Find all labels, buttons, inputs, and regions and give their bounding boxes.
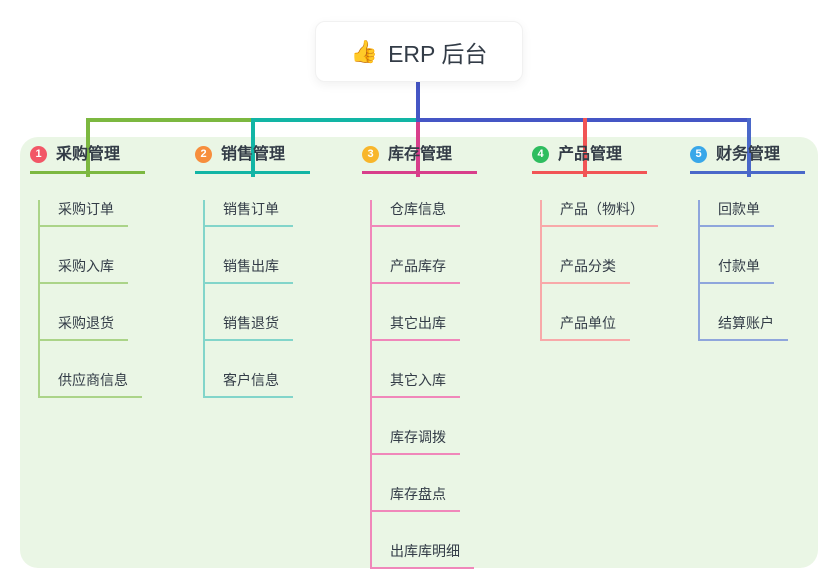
child-row: 客户信息 <box>205 371 367 398</box>
node-purchase-management[interactable]: 1 采购管理 <box>30 146 145 174</box>
branch-number-badge: 2 <box>195 146 212 163</box>
node-customer-info[interactable]: 客户信息 <box>205 371 293 398</box>
canvas-background-panel <box>20 137 818 568</box>
branch-label: 销售管理 <box>221 146 286 163</box>
node-sales-management[interactable]: 2 销售管理 <box>195 146 310 174</box>
child-row: 库存盘点 <box>372 485 534 512</box>
branch-inventory-management: 3 库存管理 仓库信息 产品库存 其它出库 其它入库 库存调拨 库存盘点 出库库… <box>362 146 534 569</box>
child-row: 结算账户 <box>700 314 839 341</box>
node-inout-detail[interactable]: 出库库明细 <box>372 542 474 569</box>
branch-number-badge: 1 <box>30 146 47 163</box>
branch-number-badge: 3 <box>362 146 379 163</box>
child-row: 付款单 <box>700 257 839 284</box>
node-finance-management[interactable]: 5 财务管理 <box>690 146 805 174</box>
node-sales-return[interactable]: 销售退货 <box>205 314 293 341</box>
connector-drop-product <box>583 118 587 177</box>
child-row: 销售订单 <box>205 200 367 227</box>
node-product-unit[interactable]: 产品单位 <box>542 314 630 341</box>
branch-label: 产品管理 <box>558 146 623 163</box>
connector-horizontal-green <box>86 118 253 122</box>
branch-purchase-management: 1 采购管理 采购订单 采购入库 采购退货 供应商信息 <box>30 146 202 398</box>
node-payment-bill[interactable]: 付款单 <box>700 257 774 284</box>
child-row: 产品库存 <box>372 257 534 284</box>
node-purchase-return[interactable]: 采购退货 <box>40 314 128 341</box>
connector-drop-finance <box>747 118 751 177</box>
branch-children: 销售订单 销售出库 销售退货 客户信息 <box>203 200 367 398</box>
child-row: 销售退货 <box>205 314 367 341</box>
node-sales-outbound[interactable]: 销售出库 <box>205 257 293 284</box>
branch-label: 财务管理 <box>716 146 781 163</box>
node-product-management[interactable]: 4 产品管理 <box>532 146 647 174</box>
node-product-stock[interactable]: 产品库存 <box>372 257 460 284</box>
child-row: 产品分类 <box>542 257 704 284</box>
node-sales-order[interactable]: 销售订单 <box>205 200 293 227</box>
node-warehouse-info[interactable]: 仓库信息 <box>372 200 460 227</box>
child-row: 出库库明细 <box>372 542 534 569</box>
branch-product-management: 4 产品管理 产品（物料） 产品分类 产品单位 <box>532 146 704 341</box>
child-row: 仓库信息 <box>372 200 534 227</box>
node-product-category[interactable]: 产品分类 <box>542 257 630 284</box>
root-label: ERP 后台 <box>388 40 488 67</box>
node-stock-count[interactable]: 库存盘点 <box>372 485 460 512</box>
node-stock-transfer[interactable]: 库存调拨 <box>372 428 460 455</box>
child-row: 采购订单 <box>40 200 202 227</box>
branch-finance-management: 5 财务管理 回款单 付款单 结算账户 <box>690 146 839 341</box>
node-receipt-bill[interactable]: 回款单 <box>700 200 774 227</box>
root-node[interactable]: 👍 ERP 后台 <box>315 21 523 82</box>
child-row: 其它入库 <box>372 371 534 398</box>
node-supplier-info[interactable]: 供应商信息 <box>40 371 142 398</box>
branch-label: 库存管理 <box>388 146 453 163</box>
child-row: 销售出库 <box>205 257 367 284</box>
child-row: 库存调拨 <box>372 428 534 455</box>
thumbs-up-icon: 👍 <box>350 38 379 64</box>
child-row: 供应商信息 <box>40 371 202 398</box>
branch-sales-management: 2 销售管理 销售订单 销售出库 销售退货 客户信息 <box>195 146 367 398</box>
branch-children: 产品（物料） 产品分类 产品单位 <box>540 200 704 341</box>
branch-children: 采购订单 采购入库 采购退货 供应商信息 <box>38 200 202 398</box>
child-row: 采购退货 <box>40 314 202 341</box>
node-other-inbound[interactable]: 其它入库 <box>372 371 460 398</box>
connector-root-vertical <box>416 82 420 122</box>
child-row: 产品单位 <box>542 314 704 341</box>
connector-drop-purchase <box>86 118 90 177</box>
node-product-material[interactable]: 产品（物料） <box>542 200 658 227</box>
node-purchase-inbound[interactable]: 采购入库 <box>40 257 128 284</box>
child-row: 回款单 <box>700 200 839 227</box>
connector-drop-sales <box>251 118 255 177</box>
node-inventory-management[interactable]: 3 库存管理 <box>362 146 477 174</box>
branch-label: 采购管理 <box>56 146 121 163</box>
child-row: 采购入库 <box>40 257 202 284</box>
node-other-outbound[interactable]: 其它出库 <box>372 314 460 341</box>
connector-horizontal-teal <box>251 118 418 122</box>
node-settlement-account[interactable]: 结算账户 <box>700 314 788 341</box>
child-row: 其它出库 <box>372 314 534 341</box>
branch-number-badge: 5 <box>690 146 707 163</box>
connector-drop-inventory <box>416 122 420 177</box>
child-row: 产品（物料） <box>542 200 704 227</box>
branch-children: 仓库信息 产品库存 其它出库 其它入库 库存调拨 库存盘点 出库库明细 <box>370 200 534 569</box>
node-purchase-order[interactable]: 采购订单 <box>40 200 128 227</box>
branch-number-badge: 4 <box>532 146 549 163</box>
branch-children: 回款单 付款单 结算账户 <box>698 200 839 341</box>
